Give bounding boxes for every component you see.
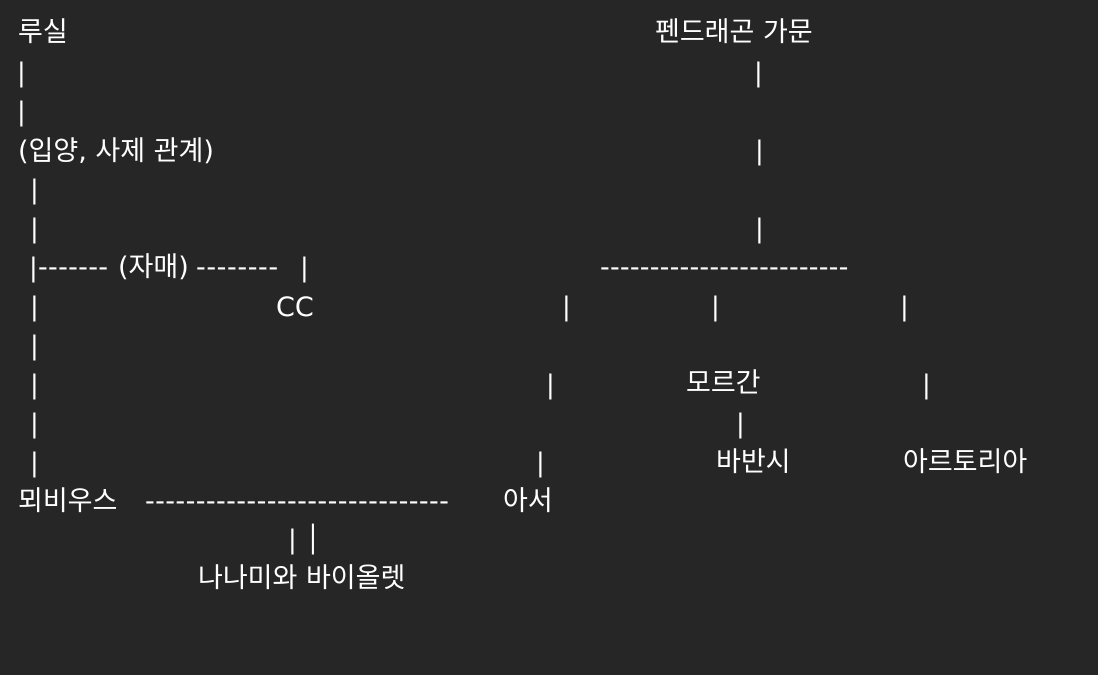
node-mobius: 뫼비우스 [18, 486, 118, 517]
connector-bar: | [29, 253, 38, 283]
connector-bar: | [30, 214, 39, 244]
connector-bar: | [17, 97, 26, 127]
connector-bar: | [30, 448, 39, 478]
node-arthur: 아서 [503, 486, 553, 517]
connector-dash: ------------------------------ [145, 486, 450, 517]
node-cc: CC [276, 292, 314, 323]
connector-dash: ------- [38, 252, 109, 283]
relation-adoption-label: (입양, 사제 관계) [18, 136, 214, 167]
node-artoria: 아르토리아 [903, 447, 1028, 478]
connector-bar: | [711, 292, 720, 322]
connector-bar: | [17, 58, 26, 88]
connector-bar: | [546, 370, 555, 400]
node-nanami-violet: 나나미와 바이올렛 [198, 563, 406, 594]
connector-bar: | [300, 253, 309, 283]
connector-bar: | [755, 214, 764, 244]
connector-bar: | [30, 409, 39, 439]
connector-bar: | [755, 136, 764, 166]
connector-dash: ------------------------- [600, 252, 849, 283]
connector-bar: | [562, 292, 571, 322]
node-morgan: 모르간 [686, 368, 761, 399]
connector-bar-pair: | │ [288, 525, 321, 555]
relation-sister-label: (자매) [118, 252, 189, 283]
connector-bar: | [922, 370, 931, 400]
connector-bar: | [736, 409, 745, 439]
connector-bar: | [30, 370, 39, 400]
connector-bar: | [30, 331, 39, 361]
node-vavanshi: 바반시 [716, 447, 791, 478]
node-lucile: 루실 [18, 17, 68, 48]
connector-bar: | [536, 448, 545, 478]
node-pendragon-family: 펜드래곤 가문 [655, 17, 813, 48]
connector-bar: | [30, 292, 39, 322]
connector-bar: | [30, 175, 39, 205]
connector-bar: | [900, 292, 909, 322]
connector-dash: -------- [196, 252, 279, 283]
connector-bar: | [754, 58, 763, 88]
